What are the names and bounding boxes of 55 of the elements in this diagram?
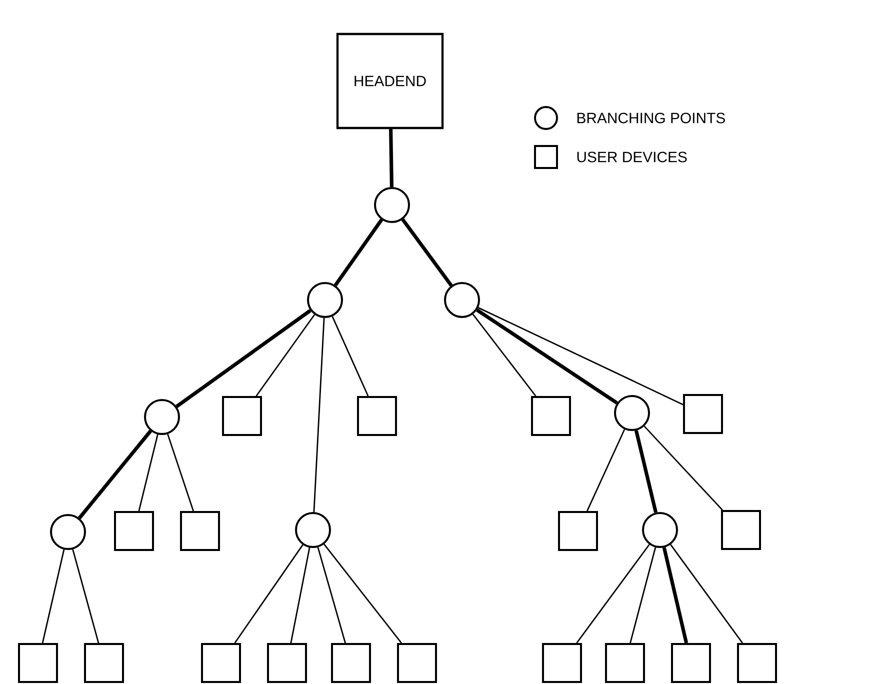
branching-point-circle: [50, 514, 86, 550]
connector-line: [644, 426, 723, 510]
branching-point-circle: [642, 512, 678, 548]
connector-line: [478, 307, 684, 406]
connector-line: [167, 434, 194, 512]
branching-point-circle: [444, 282, 480, 318]
branching-point-circle: [374, 187, 410, 223]
user-device-square: [605, 643, 645, 683]
connector-line: [472, 314, 536, 396]
connector-line: [234, 544, 304, 644]
legend-text: BRANCHING POINTS: [577, 112, 725, 124]
user-device-square: [531, 396, 571, 436]
branching-point-circle: [144, 399, 180, 435]
connector-line: [388, 129, 394, 188]
user-device-square: [683, 394, 723, 434]
connector-line: [634, 430, 658, 513]
user-device-square: [114, 511, 154, 551]
branching-point-circle: [295, 512, 331, 548]
user-device-square: [180, 511, 220, 551]
connector-line: [476, 308, 618, 405]
connector-line: [630, 547, 656, 644]
branching-point-circle: [614, 395, 650, 431]
user-device-square: [737, 643, 777, 683]
user-device-square: [397, 643, 437, 683]
connector-line: [334, 218, 384, 286]
connector-line: [670, 544, 744, 644]
connector-line: [138, 434, 158, 512]
user-device-square: [201, 643, 241, 683]
connector-line: [324, 544, 402, 644]
connector-line: [256, 314, 316, 396]
connector-line: [290, 548, 310, 644]
branching-point-circle: [307, 282, 343, 318]
connector-line: [317, 547, 346, 644]
connector-line: [586, 429, 626, 512]
user-device-square: [222, 396, 262, 436]
connector-line: [332, 316, 369, 396]
legend-text: USER DEVICES: [577, 152, 687, 162]
user-device-square: [18, 643, 58, 683]
user-device-square: [84, 643, 124, 683]
connector-line: [78, 430, 152, 520]
user-device-square: [331, 643, 371, 683]
connector-line: [401, 218, 453, 287]
user-device-square: [558, 511, 598, 551]
connector-line: [576, 544, 650, 644]
user-device-square: [357, 396, 397, 436]
connector-line: [313, 318, 325, 512]
connector-line: [662, 547, 688, 644]
user-device-square: [267, 643, 307, 683]
user-device-square: [542, 643, 582, 683]
connector-line: [42, 549, 65, 644]
user-device-square: [671, 643, 711, 683]
connector-line: [176, 309, 312, 408]
user-device-square: [721, 510, 761, 550]
connector-line: [72, 549, 100, 644]
headend-box: HEADEND: [336, 32, 444, 130]
